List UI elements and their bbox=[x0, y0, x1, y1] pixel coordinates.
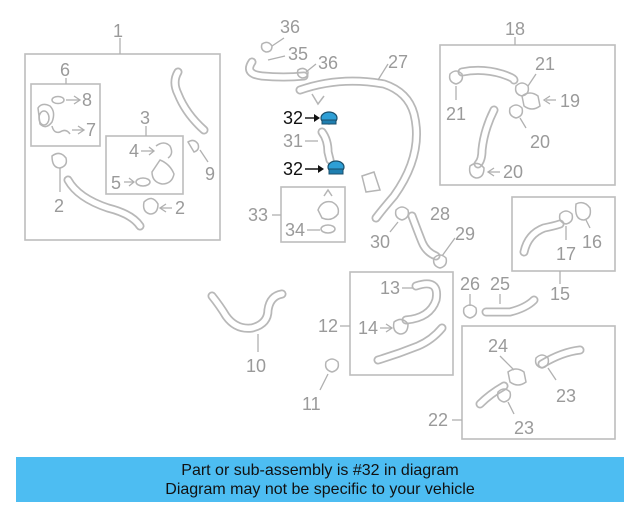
callout-20b[interactable]: 20 bbox=[503, 162, 523, 182]
parts-diagram: 1 6 8 7 3 4 5 9 bbox=[24, 17, 616, 440]
callout-27[interactable]: 27 bbox=[388, 52, 408, 72]
group-18-box bbox=[439, 44, 616, 186]
group-15: 15 16 17 bbox=[511, 196, 616, 304]
callout-11[interactable]: 11 bbox=[302, 394, 321, 414]
callout-36a[interactable]: 36 bbox=[280, 17, 300, 37]
callout-18[interactable]: 18 bbox=[505, 19, 525, 39]
callout-13[interactable]: 13 bbox=[380, 278, 400, 298]
part-32-lower[interactable] bbox=[327, 160, 345, 175]
callout-30[interactable]: 30 bbox=[370, 232, 390, 252]
callout-20a[interactable]: 20 bbox=[530, 132, 550, 152]
group-12: 12 13 14 bbox=[318, 271, 454, 376]
group-18: 18 21 21 19 20 20 bbox=[439, 19, 616, 186]
info-banner: Part or sub-assembly is #32 in diagram D… bbox=[16, 457, 624, 502]
callout-5[interactable]: 5 bbox=[111, 173, 121, 193]
group-22-box bbox=[461, 325, 616, 440]
callout-24[interactable]: 24 bbox=[488, 336, 508, 356]
callout-23b[interactable]: 23 bbox=[514, 418, 534, 438]
callout-2a[interactable]: 2 bbox=[54, 196, 64, 216]
callout-12[interactable]: 12 bbox=[318, 316, 338, 336]
callout-35[interactable]: 35 bbox=[288, 44, 308, 64]
callout-8[interactable]: 8 bbox=[82, 90, 92, 110]
callout-9[interactable]: 9 bbox=[205, 164, 215, 184]
callout-2b[interactable]: 2 bbox=[175, 198, 185, 218]
callout-15[interactable]: 15 bbox=[550, 284, 570, 304]
group-12-box bbox=[349, 271, 454, 376]
callout-32b[interactable]: 32 bbox=[283, 159, 303, 179]
group-1: 1 6 8 7 3 4 5 9 bbox=[24, 21, 221, 241]
callout-23a[interactable]: 23 bbox=[556, 386, 576, 406]
group-3-box bbox=[105, 135, 184, 195]
group-22: 22 24 23 23 bbox=[428, 325, 616, 440]
callout-17[interactable]: 17 bbox=[556, 244, 576, 264]
part-32-upper[interactable] bbox=[320, 111, 338, 125]
group-28-30: 30 28 29 bbox=[370, 204, 475, 269]
callout-10[interactable]: 10 bbox=[246, 356, 266, 376]
group-31-32-33: 32 31 32 33 34 bbox=[248, 108, 346, 243]
callout-32a[interactable]: 32 bbox=[283, 108, 303, 128]
callout-6[interactable]: 6 bbox=[60, 60, 70, 80]
callout-16[interactable]: 16 bbox=[582, 232, 602, 252]
group-35-36: 36 35 36 bbox=[245, 17, 338, 82]
group-25-26: 26 25 bbox=[460, 274, 539, 319]
callout-34[interactable]: 34 bbox=[285, 220, 305, 240]
callout-14[interactable]: 14 bbox=[358, 318, 378, 338]
callout-1[interactable]: 1 bbox=[113, 21, 123, 41]
callout-22[interactable]: 22 bbox=[428, 410, 448, 430]
callout-7[interactable]: 7 bbox=[86, 120, 96, 140]
callout-29[interactable]: 29 bbox=[455, 224, 475, 244]
callout-25[interactable]: 25 bbox=[490, 274, 510, 294]
callout-28[interactable]: 28 bbox=[430, 204, 450, 224]
callout-3[interactable]: 3 bbox=[140, 108, 150, 128]
callout-36b[interactable]: 36 bbox=[318, 53, 338, 73]
callout-31[interactable]: 31 bbox=[283, 131, 303, 151]
group-10-11: 10 11 bbox=[207, 289, 340, 414]
banner-line-2: Diagram may not be specific to your vehi… bbox=[165, 481, 475, 498]
group-1-box bbox=[24, 53, 221, 241]
group-15-box bbox=[511, 196, 616, 272]
callout-19[interactable]: 19 bbox=[560, 91, 580, 111]
callout-4[interactable]: 4 bbox=[129, 141, 139, 161]
banner-line-1: Part or sub-assembly is #32 in diagram bbox=[181, 462, 459, 479]
callout-21b[interactable]: 21 bbox=[535, 54, 555, 74]
group-27: 27 bbox=[295, 52, 421, 223]
callout-33[interactable]: 33 bbox=[248, 205, 268, 225]
callout-26[interactable]: 26 bbox=[460, 274, 480, 294]
callout-21a[interactable]: 21 bbox=[446, 104, 466, 124]
